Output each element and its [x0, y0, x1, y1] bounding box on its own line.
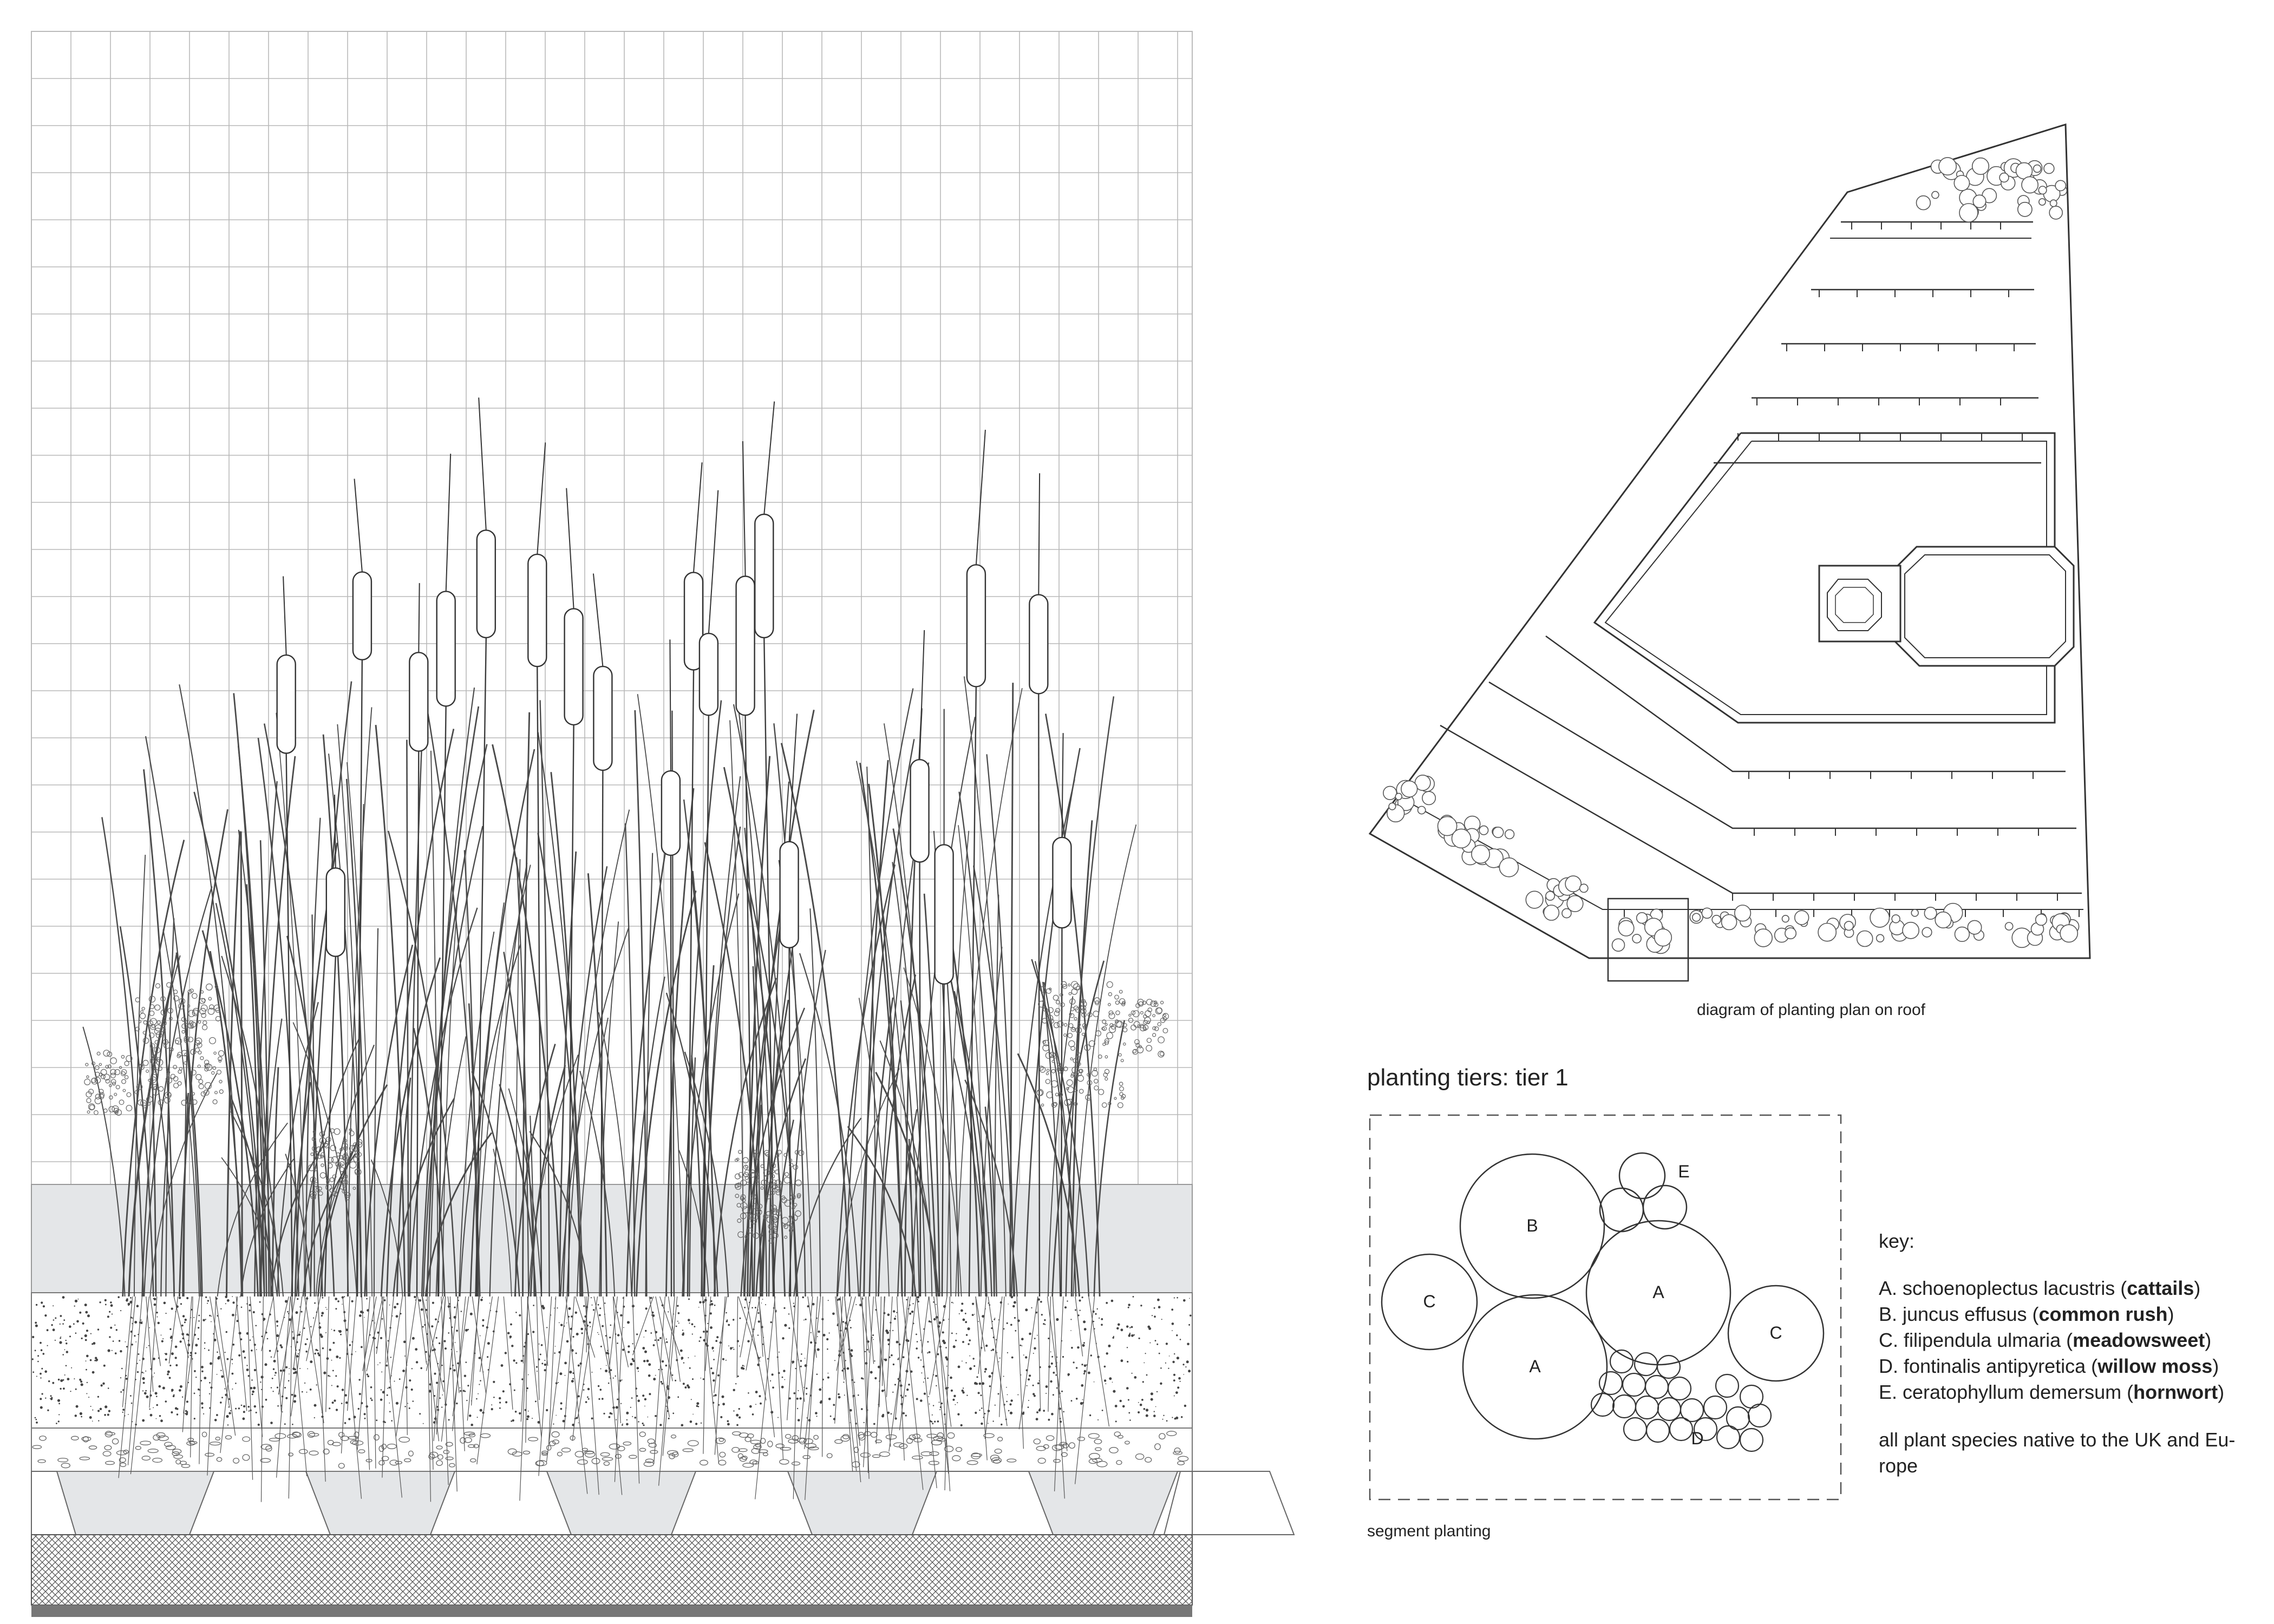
key-item-a: A. schoenoplectus lacustris (cattails) [1879, 1277, 2200, 1299]
soil-layer [31, 1292, 1193, 1429]
label-b: B [1526, 1216, 1538, 1235]
label-a-right: A [1652, 1282, 1664, 1302]
tier-caption: segment planting [1367, 1522, 1491, 1540]
key-note-line-1: all plant species native to the UK and E… [1879, 1429, 2235, 1451]
key-note-line-2: rope [1879, 1455, 1918, 1477]
plan-caption: diagram of planting plan on roof [1697, 1001, 1926, 1019]
key-title: key: [1879, 1230, 1914, 1252]
species-key: key: A. schoenoplectus lacustris (cattai… [1879, 1230, 2235, 1477]
label-c-left: C [1423, 1292, 1435, 1311]
tier-diagram: planting tiers: tier 1 B A A C C E D seg… [1367, 1064, 1842, 1540]
roof-tier-ticks [1624, 222, 2080, 917]
circle-b [1459, 1153, 1605, 1299]
roof-planting-circles [1383, 157, 2080, 954]
roof-planting-plan: diagram of planting plan on roof [1368, 123, 2091, 1019]
planting-section-drawing [31, 31, 1295, 1617]
plant-cluster [82, 397, 1169, 1502]
circle-c-left [1381, 1253, 1478, 1351]
backdrop-frame [31, 31, 1193, 1185]
circle-a-right [1585, 1220, 1731, 1366]
label-a-left: A [1529, 1357, 1541, 1376]
key-item-d: D. fontinalis antipyretica (willow moss) [1879, 1355, 2219, 1377]
small-pool [1818, 565, 1901, 643]
label-d: D [1691, 1429, 1703, 1448]
gravel-pebbles [32, 1431, 1189, 1469]
label-e: E [1678, 1162, 1689, 1181]
label-c-right: C [1769, 1323, 1782, 1343]
circle-c-right [1727, 1285, 1825, 1382]
circles-d [1590, 1349, 1772, 1452]
circle-e-2 [1599, 1187, 1644, 1233]
circle-e-3 [1642, 1184, 1688, 1230]
key-item-c: C. filipendula ulmaria (meadowsweet) [1879, 1329, 2211, 1351]
roof-deck [31, 1605, 1192, 1617]
membrane-layer [31, 1534, 1193, 1606]
key-item-e: E. ceratophyllum demersum (hornwort) [1879, 1381, 2224, 1403]
gravel-layer [31, 1427, 1193, 1472]
segment-highlight-box [1607, 898, 1689, 982]
water-layer [31, 1184, 1193, 1293]
key-item-b: B. juncus effusus (common rush) [1879, 1303, 2174, 1325]
circle-group [1381, 1152, 1825, 1452]
roof-outline [1368, 123, 2091, 959]
segment-dashed-frame [1369, 1114, 1842, 1501]
central-pool [1894, 546, 2075, 667]
drainage-layer [31, 1471, 1295, 1535]
tier-title: planting tiers: tier 1 [1367, 1064, 1569, 1091]
circle-a-left [1462, 1294, 1608, 1440]
circle-e-1 [1618, 1152, 1666, 1200]
